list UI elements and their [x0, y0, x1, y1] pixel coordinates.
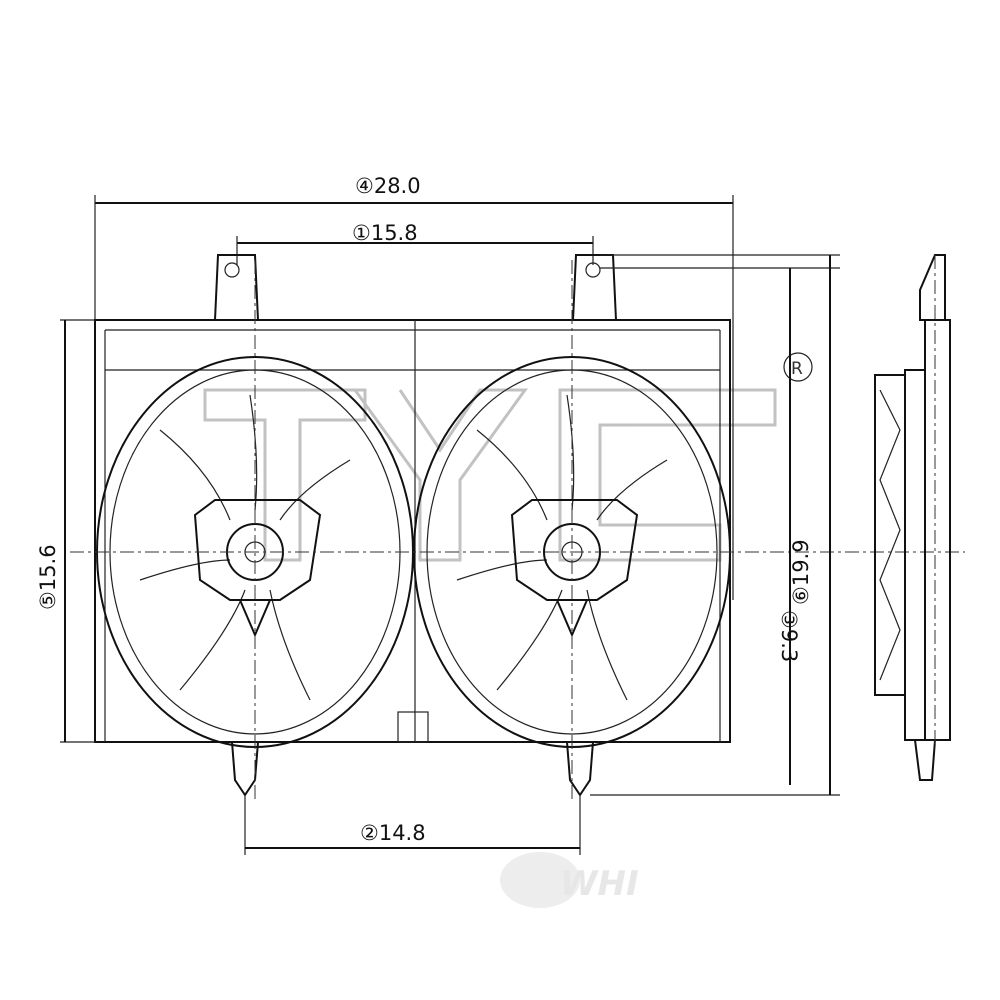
dimension-label-4: ④28.0	[355, 174, 421, 198]
dimension-label-3: ③9.3	[777, 610, 801, 662]
dimension-label-2: ②14.8	[360, 821, 426, 845]
registered-mark: R	[783, 352, 813, 382]
whi-watermark-logo: WHI	[500, 852, 639, 908]
dimension-shroud-height: ⑤15.6	[36, 319, 95, 743]
tyc-watermark-logo	[203, 388, 777, 562]
dimension-overall-width: ④28.0	[94, 174, 734, 600]
dimension-label-5: ⑤15.6	[36, 544, 60, 610]
dimension-overall-height: ⑥19.9	[789, 255, 831, 795]
side-view	[874, 254, 951, 781]
dimension-label-6: ⑥19.9	[789, 539, 813, 605]
dimension-label-1: ①15.8	[352, 221, 418, 245]
svg-text:WHI: WHI	[560, 864, 639, 904]
dimension-top-mount-spacing: ①15.8	[236, 221, 594, 265]
dimension-center-height: ③9.3	[590, 254, 840, 796]
dimension-bottom-mount-spacing: ②14.8	[244, 795, 581, 855]
svg-text:R: R	[791, 359, 803, 379]
